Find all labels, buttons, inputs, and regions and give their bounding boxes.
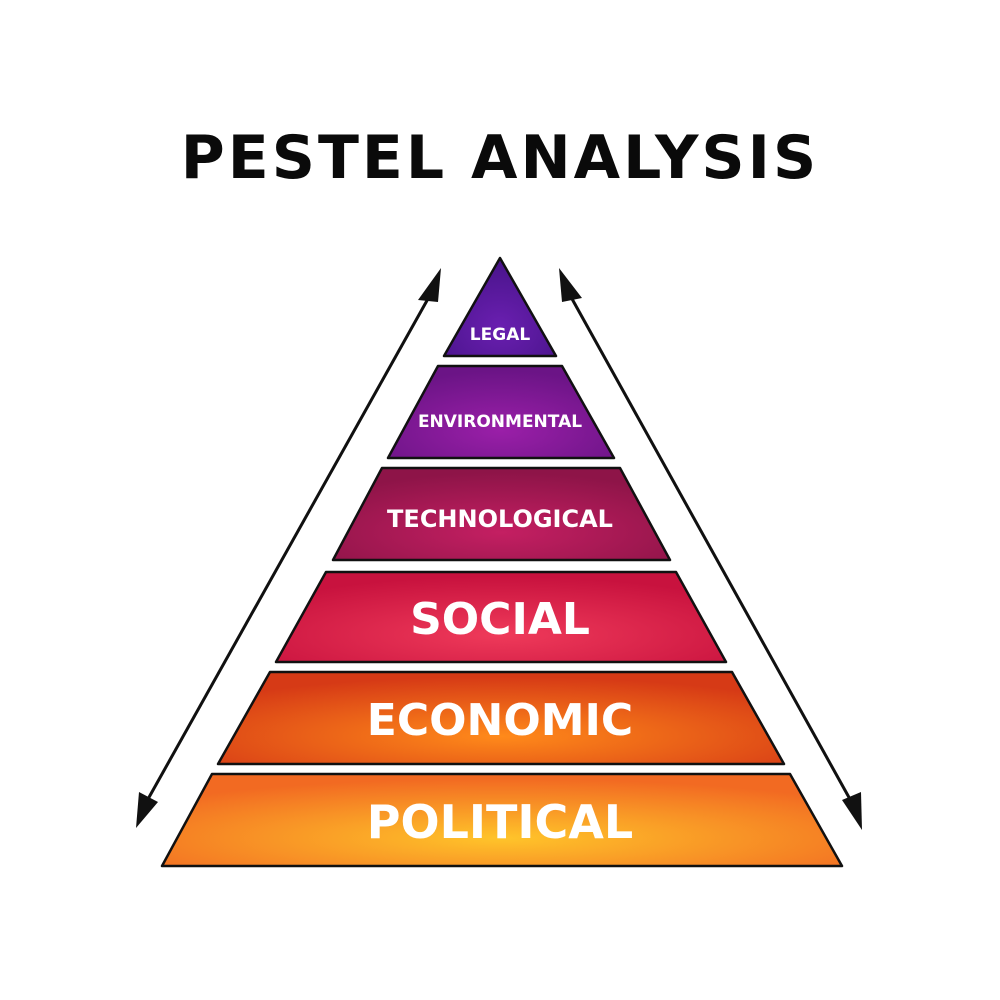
pyramid-label-technological: TECHNOLOGICAL xyxy=(387,505,613,533)
pyramid-levels: LEGAL ENVIRONMENTAL TECHNOLOGICAL SOCIAL ECO… xyxy=(160,256,844,868)
right-arrow-bottom-head xyxy=(842,792,862,830)
pyramid-label-legal: LEGAL xyxy=(470,325,531,345)
left-double-arrow xyxy=(136,268,441,828)
pyramid-level-legal xyxy=(442,256,558,358)
pyramid-level-economic xyxy=(216,670,786,766)
pyramid-level-technological xyxy=(331,466,672,562)
diagram-title: PESTEL ANALYSIS xyxy=(180,123,820,193)
pyramid-label-social: SOCIAL xyxy=(410,594,590,645)
pyramid-label-economic: ECONOMIC xyxy=(367,695,633,746)
pyramid-label-political: POLITICAL xyxy=(367,795,633,849)
left-arrow-bottom-head xyxy=(136,792,158,828)
right-arrow-top-head xyxy=(559,268,582,302)
pyramid-level-social xyxy=(274,570,728,664)
pyramid-level-political xyxy=(160,772,844,868)
pyramid-label-environmental: ENVIRONMENTAL xyxy=(418,412,582,432)
pyramid-level-environmental xyxy=(386,364,616,460)
right-double-arrow xyxy=(559,268,862,830)
left-arrow-top-head xyxy=(418,268,441,302)
